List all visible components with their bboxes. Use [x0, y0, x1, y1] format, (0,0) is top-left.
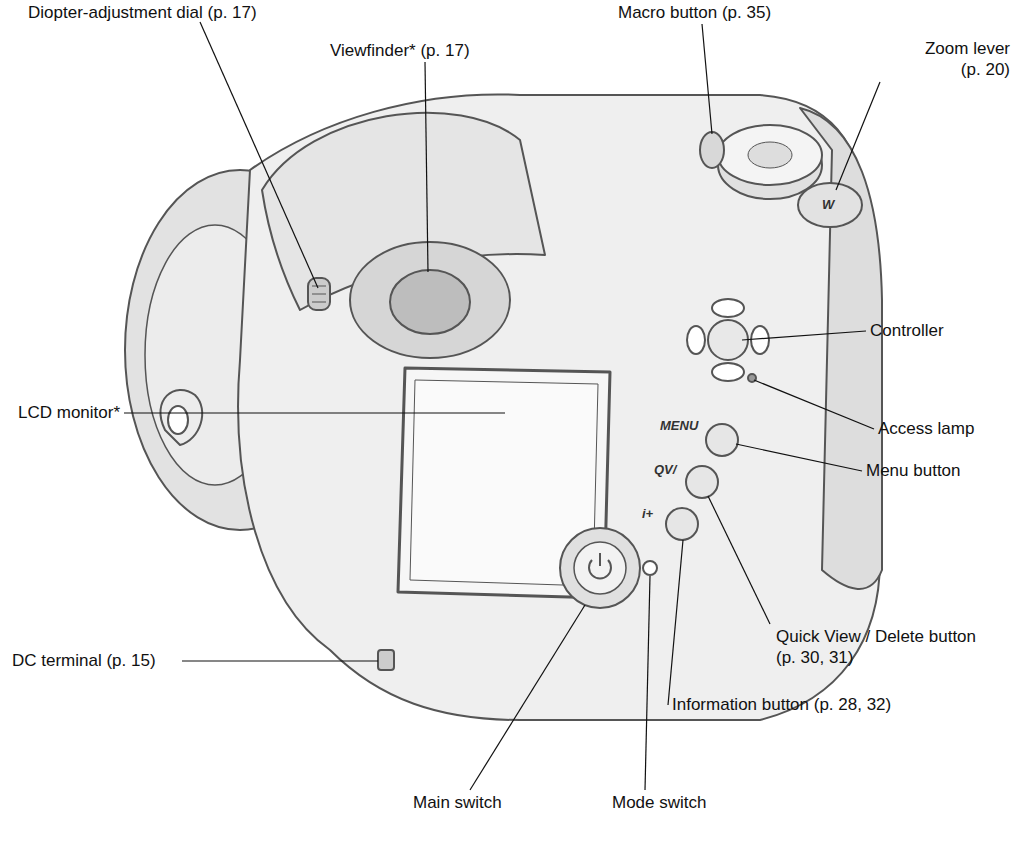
part-label: Quick View / Delete button (p. 30, 31) — [776, 626, 996, 668]
part-label: Information button (p. 28, 32) — [672, 694, 891, 715]
part-label: Menu button — [866, 460, 961, 481]
part-label: Mode switch — [612, 792, 706, 813]
part-label: Viewfinder* (p. 17) — [330, 40, 470, 61]
part-label: DC terminal (p. 15) — [12, 650, 156, 671]
part-label: Main switch — [413, 792, 502, 813]
part-label: Macro button (p. 35) — [618, 2, 771, 23]
button-marking: W — [822, 197, 834, 212]
button-marking: QV/ — [654, 462, 676, 477]
part-label: Diopter-adjustment dial (p. 17) — [28, 2, 257, 23]
part-label: LCD monitor* — [18, 402, 120, 423]
button-marking: MENU — [660, 418, 698, 433]
button-marking: i+ — [642, 506, 653, 521]
part-label: Zoom lever (p. 20) — [915, 38, 1010, 80]
part-label: Controller — [870, 320, 944, 341]
part-label: Access lamp — [878, 418, 974, 439]
